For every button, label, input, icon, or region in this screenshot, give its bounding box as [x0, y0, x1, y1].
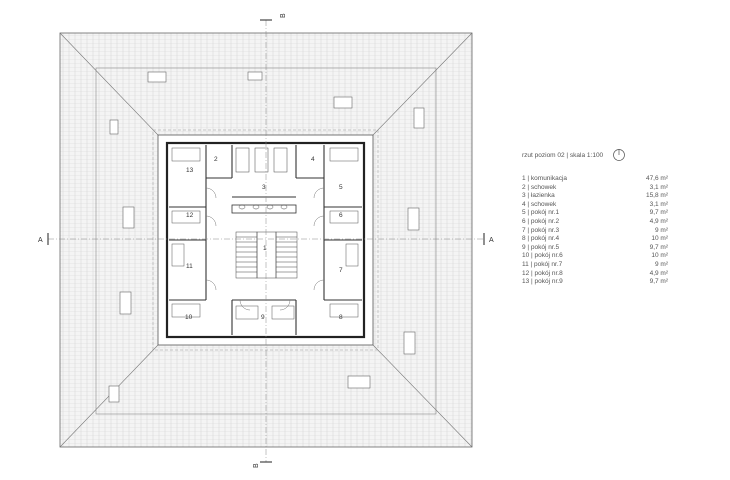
legend-row: 8 | pokój nr.4 10 m²	[522, 235, 668, 244]
legend-room-area: 9,7 m²	[649, 209, 668, 217]
room-number-2: 2	[214, 156, 218, 163]
north-arrow-icon	[613, 149, 625, 161]
section-a-left-label: A	[38, 237, 43, 244]
legend-row: 1 | komunikacja 47,6 m²	[522, 175, 668, 184]
building-outer-wall	[165, 141, 366, 339]
terrace-dashed-edge	[152, 129, 379, 351]
section-b-top-label: B	[280, 13, 287, 18]
legend-room-area: 4,9 m²	[649, 269, 668, 277]
legend-room-name: 3 | łazienka	[522, 192, 555, 200]
legend-row: 2 | schowek 3,1 m²	[522, 184, 668, 193]
legend-room-name: 4 | schowek	[522, 200, 557, 208]
legend-room-area: 9,7 m²	[649, 243, 668, 251]
room-number-8: 8	[339, 314, 343, 321]
legend-row: 6 | pokój nr.2 4,9 m²	[522, 218, 668, 227]
room-number-5: 5	[339, 184, 343, 191]
room-number-7: 7	[339, 267, 343, 274]
room-number-6: 6	[339, 212, 343, 219]
room-number-11: 11	[186, 263, 193, 270]
legend-room-name: 2 | schowek	[522, 183, 557, 191]
legend-room-name: 5 | pokój nr.1	[522, 209, 560, 217]
section-markers	[47, 19, 485, 463]
section-b-bottom-label: B	[253, 463, 260, 468]
legend-row: 4 | schowek 3,1 m²	[522, 201, 668, 210]
legend-row: 9 | pokój nr.5 9,7 m²	[522, 244, 668, 253]
legend-room-name: 13 | pokój nr.9	[522, 278, 563, 286]
legend-row: 10 | pokój nr.6 10 m²	[522, 252, 668, 261]
legend-room-area: 9,7 m²	[649, 278, 668, 286]
legend-room-area: 3,1 m²	[649, 183, 668, 191]
legend-room-area: 15,8 m²	[645, 192, 668, 200]
legend-room-area: 10 m²	[651, 235, 668, 243]
room-number-10: 10	[185, 314, 193, 321]
legend-room-name: 11 | pokój nr.7	[522, 260, 563, 268]
section-lines	[48, 20, 484, 462]
room-number-9: 9	[261, 314, 265, 321]
legend-row: 7 | pokój nr.3 9 m²	[522, 227, 668, 236]
legend-row: 3 | łazienka 15,8 m²	[522, 192, 668, 201]
room-number-3: 3	[262, 184, 266, 191]
legend-row: 5 | pokój nr.1 9,7 m²	[522, 209, 668, 218]
legend-room-name: 12 | pokój nr.8	[522, 269, 563, 277]
legend-room-area: 47,6 m²	[645, 175, 668, 182]
section-a-right-label: A	[489, 237, 494, 244]
furniture	[171, 147, 359, 320]
staircase	[235, 231, 298, 279]
legend-room-area: 3,1 m²	[649, 200, 668, 208]
legend-room-area: 9 m²	[655, 226, 668, 234]
door-swings	[205, 187, 325, 311]
legend-room-name: 7 | pokój nr.3	[522, 226, 560, 234]
legend-room-name: 10 | pokój nr.6	[522, 252, 563, 260]
skylights	[108, 71, 425, 403]
bathroom-fixtures	[235, 147, 288, 210]
legend-title: rzut poziom 02 | skala 1:100	[522, 152, 604, 159]
legend-room-name: 1 | komunikacja	[522, 175, 568, 182]
legend-row: 11 | pokój nr.7 9 m²	[522, 261, 668, 270]
legend-room-area: 10 m²	[651, 252, 668, 260]
legend-rows: 1 | komunikacja 47,6 m² 2 | schowek 3,1 m²…	[522, 175, 668, 287]
room-number-12: 12	[186, 212, 194, 219]
legend-room-area: 9 m²	[655, 260, 668, 268]
legend-room-name: 9 | pokój nr.5	[522, 243, 560, 251]
legend-row: 13 | pokój nr.9 9,7 m²	[522, 278, 668, 287]
legend-room-name: 6 | pokój nr.2	[522, 217, 560, 225]
room-numbers: 1 2 3 4 5 6 7 8 9 10 11 12 13	[185, 156, 343, 321]
legend-room-area: 4,9 m²	[649, 217, 668, 225]
room-number-13: 13	[186, 167, 194, 174]
legend-room-name: 8 | pokój nr.4	[522, 235, 560, 243]
legend-row: 12 | pokój nr.8 4,9 m²	[522, 270, 668, 279]
room-number-1: 1	[263, 245, 267, 252]
room-number-4: 4	[311, 156, 315, 163]
